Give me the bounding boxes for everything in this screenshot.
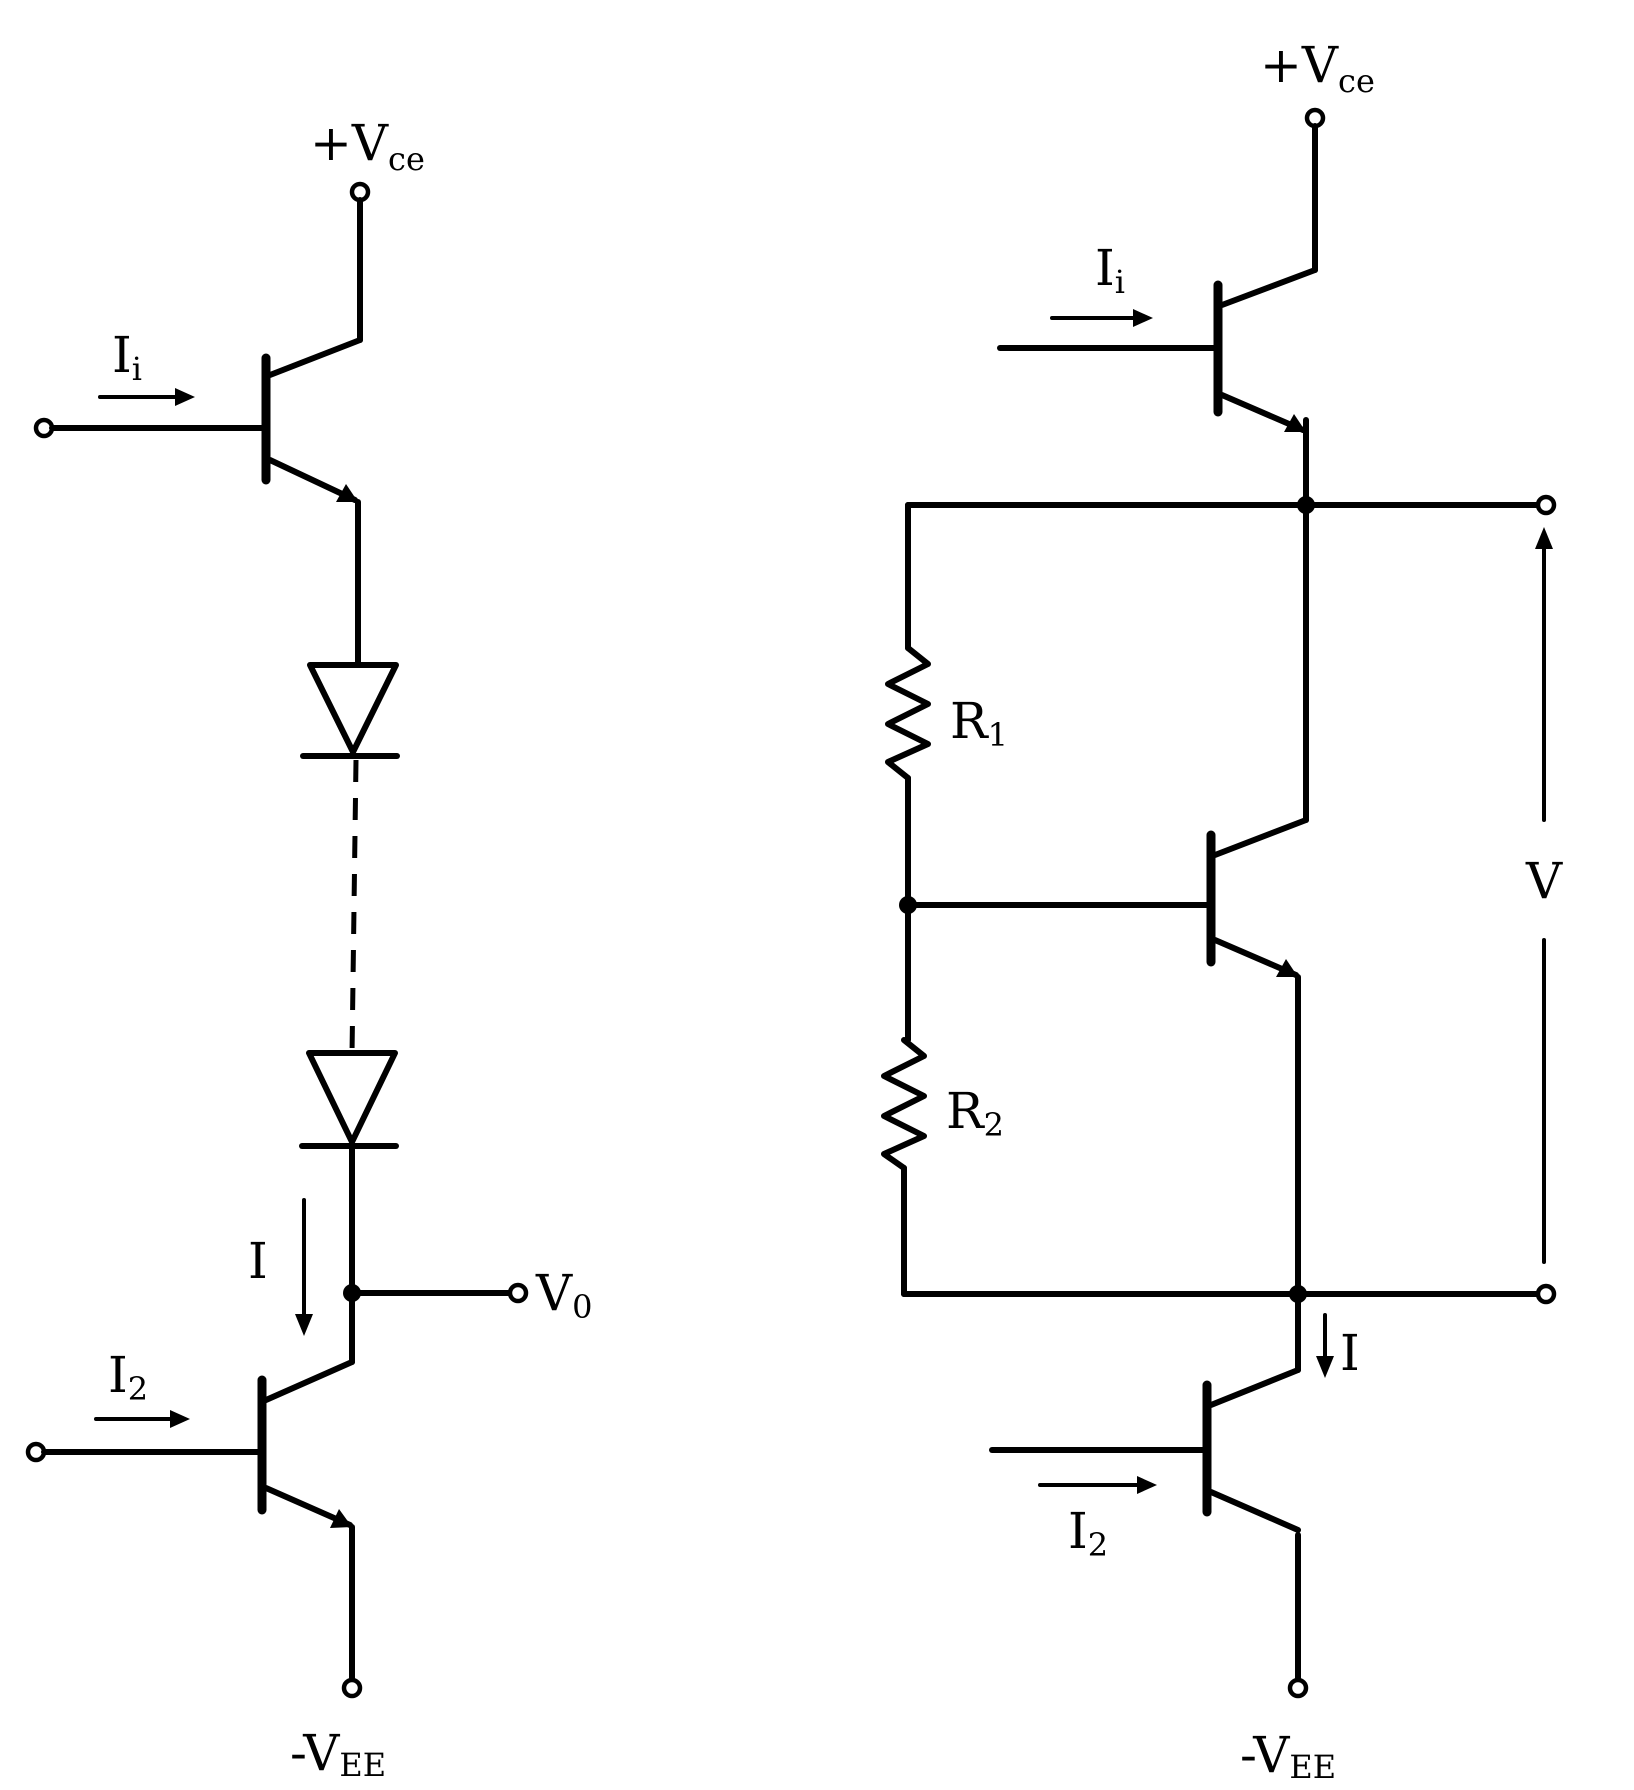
left-vcc-label: +Vce — [310, 114, 425, 178]
right-upper-transistor — [1213, 267, 1318, 433]
right-top-terminal[interactable] — [1535, 494, 1557, 516]
right-resistor-r2 — [881, 1037, 927, 1171]
left-i2-label: I2 — [108, 1346, 148, 1408]
left-output-label: V0 — [535, 1264, 592, 1326]
left-lower-transistor — [257, 1359, 355, 1528]
right-ii-label: Ii — [1095, 239, 1125, 301]
right-branch-current-label: I — [1340, 1324, 1360, 1382]
left-diode-2 — [299, 1050, 399, 1149]
left-i2-arrow — [94, 1410, 190, 1428]
right-ii-arrow — [1050, 309, 1153, 327]
right-voltage-label: V — [1525, 852, 1563, 910]
left-diode-chain-dashed — [349, 759, 359, 1056]
right-vee-terminal[interactable] — [1287, 1677, 1309, 1699]
left-ii-arrow — [98, 388, 195, 406]
right-resistor-r1 — [885, 645, 931, 781]
right-branch-current-arrow — [1316, 1313, 1334, 1378]
right-voltage-arrow — [1535, 527, 1553, 1264]
left-vee-terminal[interactable] — [341, 1677, 363, 1699]
right-i2-label: I2 — [1068, 1502, 1108, 1564]
left-upper-transistor — [261, 337, 363, 503]
right-middle-transistor — [1206, 817, 1309, 978]
right-circuit: +Vce -VEE Ii I2 I R1 R2 V — [881, 36, 1563, 1786]
left-branch-current-arrow — [295, 1198, 313, 1336]
right-bottom-terminal[interactable] — [1535, 1283, 1557, 1305]
right-lower-transistor — [1202, 1367, 1301, 1533]
right-vcc-label: +Vce — [1260, 36, 1375, 100]
left-branch-current-label: I — [248, 1232, 268, 1290]
right-vee-label: -VEE — [1240, 1726, 1336, 1786]
left-diode-1 — [300, 662, 400, 759]
right-i2-arrow — [1038, 1476, 1157, 1494]
left-circuit: +Vce -VEE Ii I2 I V0 — [25, 114, 592, 1784]
right-r2-label: R2 — [946, 1082, 1004, 1144]
left-output-terminal[interactable] — [507, 1282, 529, 1304]
right-r1-label: R1 — [950, 692, 1008, 754]
left-vee-label: -VEE — [290, 1724, 386, 1784]
left-ii-label: Ii — [112, 326, 142, 388]
